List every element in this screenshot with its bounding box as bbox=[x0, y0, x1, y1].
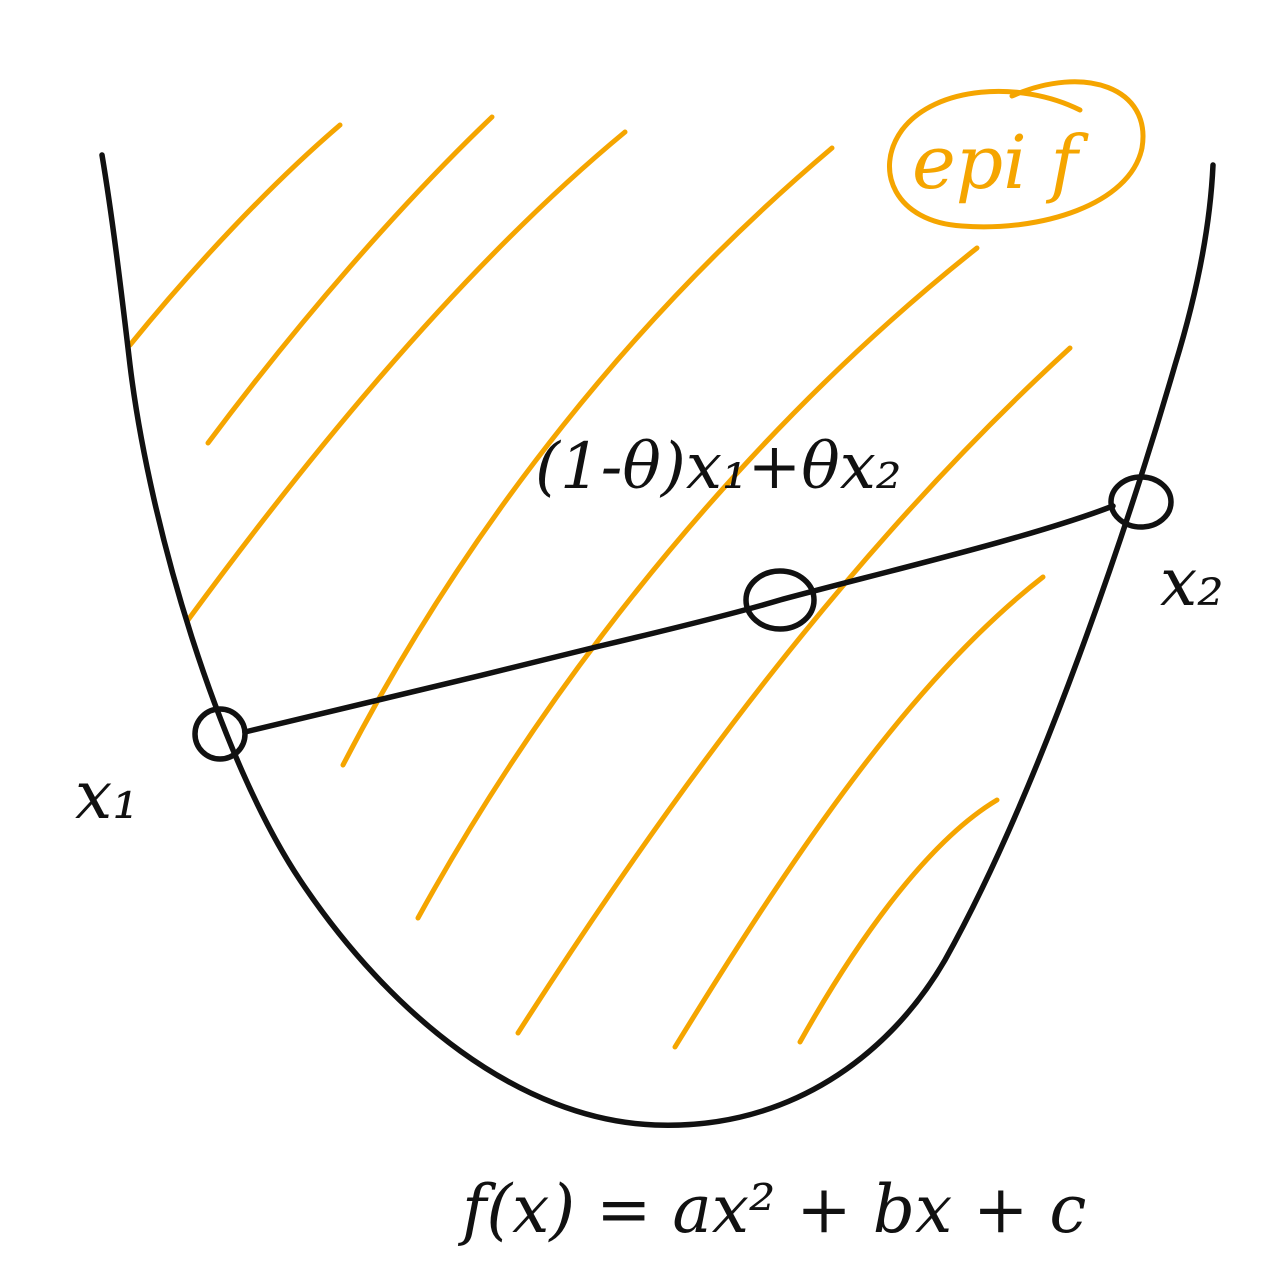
hatch-line bbox=[672, 574, 1046, 1050]
convex-combination-label: (1-θ)x₁+θx₂ bbox=[535, 430, 901, 504]
point-x2-label: x₂ bbox=[1160, 544, 1224, 621]
hatch-line bbox=[127, 122, 343, 348]
hatch-line bbox=[185, 129, 628, 623]
epigraph-hatching bbox=[127, 114, 1073, 1050]
function-label: f(x) = ax² + bx + c bbox=[457, 1171, 1086, 1248]
epigraph-loop bbox=[886, 79, 1146, 230]
hatch-line bbox=[340, 145, 835, 768]
parabola-curve bbox=[99, 152, 1216, 1128]
point-combination-marker bbox=[743, 568, 817, 632]
point-x1-marker bbox=[192, 706, 248, 762]
point-x1-label: x₁ bbox=[75, 757, 139, 834]
epigraph-label: epi f bbox=[886, 79, 1146, 230]
hatch-line bbox=[797, 797, 1000, 1045]
epigraph-text: epi f bbox=[912, 120, 1089, 206]
hatch-line bbox=[205, 114, 495, 446]
hatch-line bbox=[415, 245, 980, 921]
hatch-line bbox=[515, 345, 1073, 1036]
point-x2-marker bbox=[1108, 474, 1174, 530]
chord-line bbox=[242, 503, 1116, 735]
